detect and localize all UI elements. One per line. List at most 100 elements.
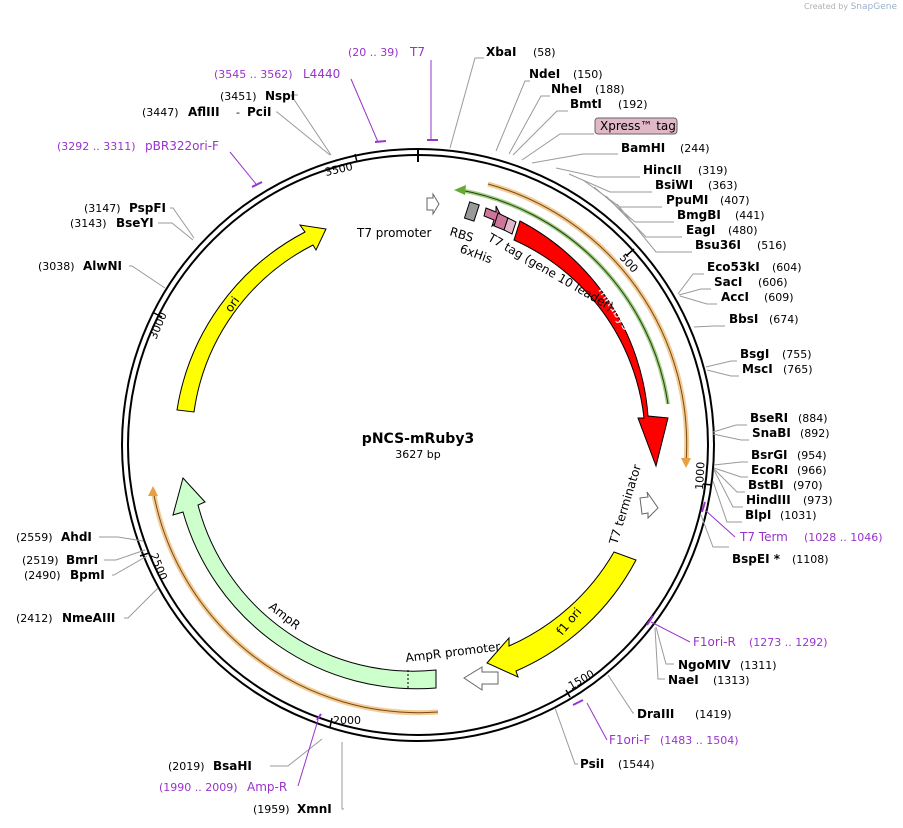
primer-t7[interactable]: T7 xyxy=(409,45,425,59)
enzyme-nmeaiii[interactable]: NmeAIII xyxy=(62,611,115,625)
svg-text:(516): (516) xyxy=(757,239,787,252)
enzyme-xbai[interactable]: XbaI xyxy=(486,45,516,59)
enzyme-bsiwi[interactable]: BsiWI xyxy=(655,178,693,192)
enzyme-pspfi[interactable]: PspFI xyxy=(129,201,166,215)
enzyme-nhei[interactable]: NheI xyxy=(551,82,582,96)
enzyme-ppumi[interactable]: PpuMI xyxy=(666,193,708,207)
enzyme-bmti[interactable]: BmtI xyxy=(570,97,602,111)
orf-line-left xyxy=(152,489,439,714)
svg-text:(3545 .. 3562): (3545 .. 3562) xyxy=(214,68,293,81)
svg-text:(480): (480) xyxy=(728,224,758,237)
enzyme-hincii[interactable]: HincII xyxy=(643,163,682,177)
enzyme-bpmi[interactable]: BpmI xyxy=(70,568,105,582)
enzyme-ahdi[interactable]: AhdI xyxy=(61,530,92,544)
svg-text:(1990 .. 2009): (1990 .. 2009) xyxy=(159,781,238,794)
enzyme-bseri[interactable]: BseRI xyxy=(750,411,788,425)
afliii-pcii-separator: - xyxy=(236,106,240,119)
enzyme-ngomiv[interactable]: NgoMIV xyxy=(678,658,731,672)
rbs-label: RBS xyxy=(448,224,475,244)
primer-t7-term[interactable]: T7 Term xyxy=(739,530,788,544)
enzyme-psii[interactable]: PsiI xyxy=(580,757,604,771)
svg-text:(1108): (1108) xyxy=(792,553,829,566)
svg-text:(407): (407) xyxy=(720,194,750,207)
svg-text:3500: 3500 xyxy=(324,160,354,179)
enzyme-snabi[interactable]: SnaBI xyxy=(752,426,791,440)
orf-green-line xyxy=(459,189,669,405)
enzyme-eco53ki[interactable]: Eco53kI xyxy=(707,260,760,274)
svg-text:(755): (755) xyxy=(782,348,812,361)
svg-text:(58): (58) xyxy=(533,46,556,59)
svg-text:(3451): (3451) xyxy=(220,90,257,103)
t7-terminator-label: T7 terminator xyxy=(606,463,644,547)
orf-line-right xyxy=(487,183,688,465)
enzyme-saci[interactable]: SacI xyxy=(714,275,742,289)
enzyme-acci[interactable]: AccI xyxy=(721,290,749,304)
svg-text:(2559): (2559) xyxy=(16,531,53,544)
ori-feature xyxy=(176,224,327,413)
svg-text:(192): (192) xyxy=(618,98,648,111)
primer-f1ori-r[interactable]: F1ori-R xyxy=(693,635,736,649)
enzyme-bseyi[interactable]: BseYI xyxy=(116,216,154,230)
svg-text:(188): (188) xyxy=(595,83,625,96)
primer-pbr322ori-f[interactable]: pBR322ori-F xyxy=(145,139,219,153)
svg-text:(244): (244) xyxy=(680,142,710,155)
enzyme-pcii[interactable]: PciI xyxy=(247,105,272,119)
orf-right-arrowhead xyxy=(681,458,691,468)
enzyme-msci[interactable]: MscI xyxy=(742,362,773,376)
svg-text:(3147): (3147) xyxy=(84,202,121,215)
f1-ori-feature xyxy=(486,551,637,678)
tick-3000: 3000 xyxy=(147,310,170,341)
t7-promoter-label: T7 promoter xyxy=(356,226,432,240)
plasmid-name: pNCS-mRuby3 xyxy=(362,431,474,447)
svg-text:(609): (609) xyxy=(764,291,794,304)
enzyme-ndei[interactable]: NdeI xyxy=(529,67,560,81)
enzyme-bsgi[interactable]: BsgI xyxy=(740,347,769,361)
enzyme-bsrgi[interactable]: BsrGI xyxy=(751,448,788,462)
enzyme-draiii[interactable]: DraIII xyxy=(637,707,674,721)
svg-text:1000: 1000 xyxy=(693,462,707,491)
svg-text:(150): (150) xyxy=(573,68,603,81)
enzyme-bamhi[interactable]: BamHI xyxy=(621,141,665,155)
primer-marks xyxy=(251,139,706,721)
primer-f1ori-f[interactable]: F1ori-F xyxy=(609,733,650,747)
svg-text:(604): (604) xyxy=(772,261,802,274)
enzyme-naei[interactable]: NaeI xyxy=(668,673,699,687)
enzyme-bsu36i[interactable]: Bsu36I xyxy=(695,238,741,252)
primer-leaders xyxy=(229,60,736,787)
primer-l4440[interactable]: L4440 xyxy=(303,67,340,81)
svg-text:3000: 3000 xyxy=(147,310,170,341)
svg-text:(363): (363) xyxy=(708,179,738,192)
enzyme-nspi[interactable]: NspI xyxy=(265,89,295,103)
enzyme-bstbi[interactable]: BstBI xyxy=(748,478,784,492)
svg-text:(2412): (2412) xyxy=(16,612,53,625)
enzyme-bmri[interactable]: BmrI xyxy=(66,553,98,567)
svg-text:(970): (970) xyxy=(793,479,823,492)
svg-text:(606): (606) xyxy=(758,276,788,289)
t7-promoter-arrow xyxy=(426,192,440,216)
svg-text:(1028 .. 1046): (1028 .. 1046) xyxy=(804,531,883,544)
enzyme-bmgbi[interactable]: BmgBI xyxy=(677,208,721,222)
ampr-promoter-arrow xyxy=(463,666,499,691)
xpress-tag-label: Xpress™ tag xyxy=(600,119,676,133)
enzyme-hindiii[interactable]: HindIII xyxy=(746,493,791,507)
svg-text:(2019): (2019) xyxy=(168,760,205,773)
enzyme-blpi[interactable]: BlpI xyxy=(745,508,771,522)
enzyme-eagi[interactable]: EagI xyxy=(686,223,715,237)
enzyme-bbsi[interactable]: BbsI xyxy=(729,312,758,326)
enzyme-xmni[interactable]: XmnI xyxy=(297,802,332,816)
orf-green-arrowhead xyxy=(454,185,466,195)
primer-labels: (20 .. 39) T7 (3545 .. 3562) L4440 (3292… xyxy=(57,45,883,794)
ampr-feature xyxy=(172,476,437,690)
enzyme-afliii[interactable]: AflIII xyxy=(188,105,220,119)
enzyme-bsahi[interactable]: BsaHI xyxy=(213,759,252,773)
enzyme-alwni[interactable]: AlwNI xyxy=(83,259,122,273)
svg-text:(441): (441) xyxy=(735,209,765,222)
enzyme-bspei[interactable]: BspEI * xyxy=(732,552,781,566)
enzyme-labels: XbaI (58) NdeI (150) NheI (188) BmtI (19… xyxy=(16,45,833,816)
enzyme-ecori[interactable]: EcoRI xyxy=(751,463,788,477)
rbs-feature xyxy=(463,201,480,222)
xpress-feature xyxy=(503,217,517,235)
svg-text:(319): (319) xyxy=(698,164,728,177)
primer-amp-r[interactable]: Amp-R xyxy=(247,780,287,794)
svg-text:(1483 .. 1504): (1483 .. 1504) xyxy=(660,734,739,747)
